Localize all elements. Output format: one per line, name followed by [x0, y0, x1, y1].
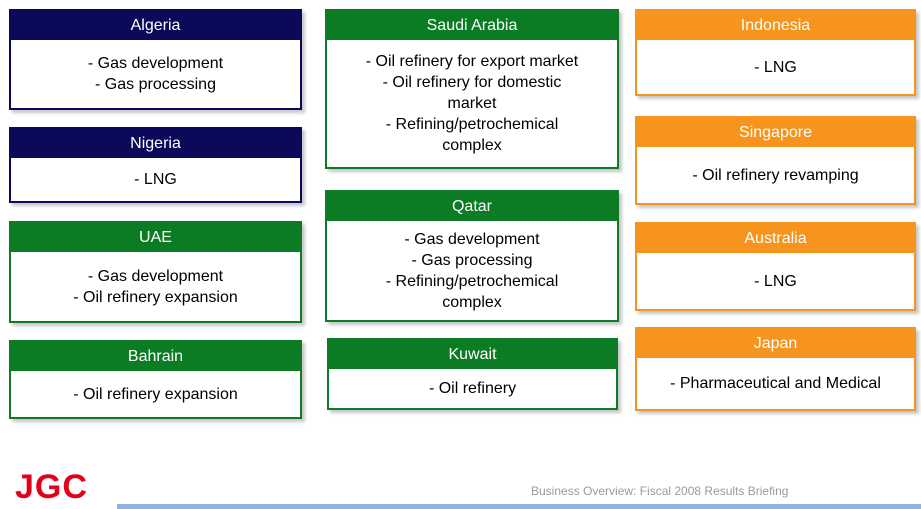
card-body: - Gas development - Gas processing - Ref… — [327, 221, 617, 320]
card-body: - Pharmaceutical and Medical — [637, 358, 914, 409]
project-item: - Oil refinery for domestic — [382, 74, 562, 91]
jgc-logo: JGC — [13, 458, 117, 509]
logo-text: JGC — [15, 468, 88, 506]
card-title: Saudi Arabia — [327, 11, 617, 40]
card-title: Indonesia — [637, 11, 914, 40]
project-item: market — [447, 95, 497, 112]
card-indonesia: Indonesia - LNG — [635, 9, 916, 96]
card-japan: Japan - Pharmaceutical and Medical — [635, 327, 916, 411]
project-item: complex — [442, 137, 502, 154]
card-title: Singapore — [637, 118, 914, 147]
project-item: - Gas processing — [95, 76, 216, 93]
card-title: Algeria — [11, 11, 300, 40]
project-item: - Gas processing — [411, 251, 533, 269]
project-item: - Gas development — [87, 267, 224, 285]
project-item: - Oil refinery expansion — [73, 385, 238, 403]
card-australia: Australia - LNG — [635, 222, 916, 311]
card-uae: UAE - Gas development - Oil refinery exp… — [9, 221, 302, 323]
card-title: Kuwait — [329, 340, 616, 369]
card-body: - LNG — [637, 40, 914, 94]
card-title: Bahrain — [11, 342, 300, 371]
card-body: - Oil refinery — [329, 369, 616, 408]
card-title: UAE — [11, 223, 300, 252]
project-item: - Pharmaceutical and Medical — [670, 375, 881, 392]
card-bahrain: Bahrain - Oil refinery expansion — [9, 340, 302, 419]
card-body: - LNG — [637, 253, 914, 309]
card-saudi-arabia: Saudi Arabia - Oil refinery for export m… — [325, 9, 619, 169]
jgc-logo-mark: JGC — [15, 468, 88, 506]
card-title: Qatar — [327, 192, 617, 221]
card-singapore: Singapore - Oil refinery revamping — [635, 116, 916, 205]
card-kuwait: Kuwait - Oil refinery — [327, 338, 618, 410]
card-algeria: Algeria - Gas development - Gas processi… — [9, 9, 302, 110]
project-item: complex — [442, 293, 502, 311]
project-item: - LNG — [754, 58, 797, 76]
project-item: - Gas development — [404, 230, 540, 248]
project-item: - Refining/petrochemical — [385, 272, 559, 290]
card-body: - Gas development - Gas processing — [11, 40, 300, 108]
card-body: - Gas development - Oil refinery expansi… — [11, 252, 300, 321]
project-item: - Oil refinery expansion — [73, 288, 238, 306]
card-title: Australia — [637, 224, 914, 253]
footer-caption: Business Overview: Fiscal 2008 Results B… — [531, 484, 789, 498]
card-body: - Oil refinery expansion — [11, 371, 300, 417]
footer-divider — [117, 504, 921, 509]
card-qatar: Qatar - Gas development - Gas processing… — [325, 190, 619, 322]
project-item: - LNG — [134, 171, 177, 188]
project-item: - Oil refinery for export market — [365, 53, 579, 70]
project-item: - Refining/petrochemical — [385, 116, 559, 133]
project-item: - Oil refinery revamping — [692, 166, 859, 184]
project-item: - Oil refinery — [428, 380, 517, 397]
project-item: - LNG — [754, 272, 797, 290]
project-item: - Gas development — [87, 55, 224, 72]
card-title: Japan — [637, 329, 914, 358]
card-body: - Oil refinery revamping — [637, 147, 914, 203]
card-body: - Oil refinery for export market - Oil r… — [327, 40, 617, 167]
card-body: - LNG — [11, 158, 300, 201]
card-nigeria: Nigeria - LNG — [9, 127, 302, 203]
card-title: Nigeria — [11, 129, 300, 158]
